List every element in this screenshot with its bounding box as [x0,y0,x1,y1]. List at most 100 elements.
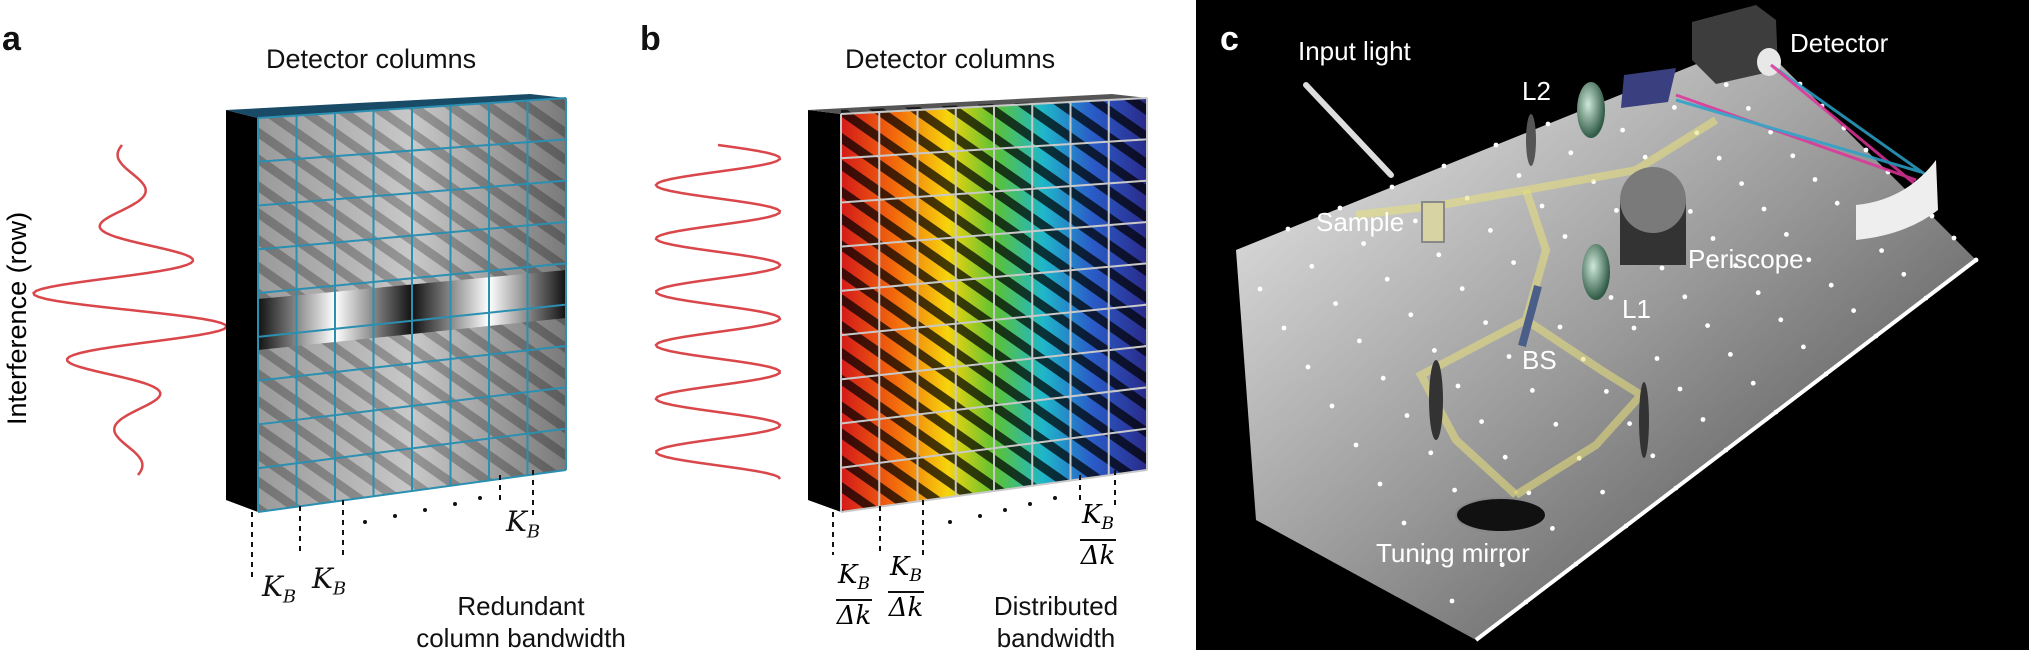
table-hole [1672,105,1677,110]
table-hole [1642,154,1648,160]
tuning-mirror [1455,497,1547,533]
optical-table [1236,40,1976,640]
table-hole [1746,106,1751,111]
tuning-mirror-label: Tuning mirror [1376,538,1530,568]
l2-label: L2 [1522,76,1551,106]
table-hole [1761,206,1767,212]
table-hole [1530,388,1535,393]
l1-label: L1 [1622,294,1651,324]
detector-label: Detector [1790,28,1889,58]
table-hole [1377,481,1383,487]
panel-a-dots [363,496,482,524]
table-hole [1568,150,1574,156]
prism [1621,68,1676,108]
table-hole [1728,352,1733,357]
table-hole [1973,257,1979,263]
grid-row-line [257,221,567,251]
table-hole [1483,320,1488,325]
table-hole [1923,295,1929,301]
grid-row-line [840,427,1148,469]
grid-row-line [257,345,567,382]
periscope-top [1620,167,1686,233]
table-hole [1353,442,1359,448]
panel-b-frac-1: KB Δk [836,560,872,632]
panel-b-note-line1: Distributed [993,591,1119,621]
table-hole [1257,286,1263,292]
panel-b-dots [948,496,1057,524]
table-hole [1739,181,1744,187]
table-hole [1768,129,1773,135]
grid-row-line [257,179,567,207]
table-hole [1305,364,1311,370]
panel-c-letter: c [1220,20,1239,58]
panel-b-detector-grid [840,97,1148,513]
table-hole [1901,271,1907,277]
table-hole [1309,263,1315,269]
table-hole [1425,559,1431,565]
table-hole [1479,419,1484,424]
table-hole [1834,200,1840,206]
grid-row-line [257,386,567,426]
panel-b-note: Distributed bandwidth [956,590,1156,654]
curved-mirror [1856,160,1938,240]
table-hole [1357,338,1362,344]
table-hole [1499,562,1505,568]
panel-a-kb-label-1: KB [262,570,297,608]
table-hole [1459,286,1465,292]
table-hole [1285,226,1291,232]
table-hole [1389,184,1395,190]
table-hole [1380,375,1386,381]
mirror-top [1526,114,1536,166]
panel-c-optical-setup: c Input light Detector L2 Sample Perisco… [1196,0,2029,650]
table-hole [1755,290,1761,296]
table-hole [1951,235,1957,241]
table-hole [1812,177,1818,182]
table-hole [1329,403,1335,409]
table-hole [1806,257,1812,263]
table-hole [1677,386,1683,392]
panel-b-column-markers [832,470,1116,555]
table-hole [1716,155,1722,161]
table-hole [1688,209,1693,214]
table-hole [1337,205,1343,211]
panel-a-note-line2: column bandwidth [416,623,626,653]
grid-row-line [257,427,567,470]
table-hole [1682,294,1688,300]
table-hole [1723,82,1729,88]
table-hole [1516,173,1522,178]
table-hole [1784,232,1789,237]
lens-l2 [1577,82,1605,138]
panel-a-kb-label-3: KB [506,505,541,543]
panel-a-column-markers [251,470,534,580]
panel-b-frac-3: KB Δk [1080,500,1116,572]
table-hole [1502,454,1508,460]
table-hole [1614,208,1619,213]
panel-a-cube-top [226,94,566,118]
panel-b-letter: b [640,20,661,58]
table-hole [1851,308,1856,313]
table-hole [1455,383,1461,389]
grid-row-line [257,138,567,163]
panel-a-detector-grid [257,97,567,513]
mirror-left [1429,360,1443,440]
sample-cuvette [1421,201,1445,243]
table-hole [1750,380,1756,386]
table-hole [1573,561,1579,567]
table-hole [1604,389,1609,394]
detector-box [1692,5,1778,84]
table-hole [1506,354,1512,359]
table-hole [1710,236,1716,241]
table-hole [1401,520,1407,526]
table-hole [1778,317,1784,323]
table-hole [1733,263,1738,268]
grid-row-line [840,469,1148,513]
table-hole [1281,325,1287,331]
grid-row-line [840,138,1148,160]
panel-b-interference-waveform [654,143,782,480]
panel-c-graphics [1236,5,1979,642]
table-hole [1493,142,1499,148]
table-hole [1673,485,1679,491]
table-hole [1873,333,1879,339]
table-hole [1773,409,1779,415]
mirror-right [1639,382,1649,458]
